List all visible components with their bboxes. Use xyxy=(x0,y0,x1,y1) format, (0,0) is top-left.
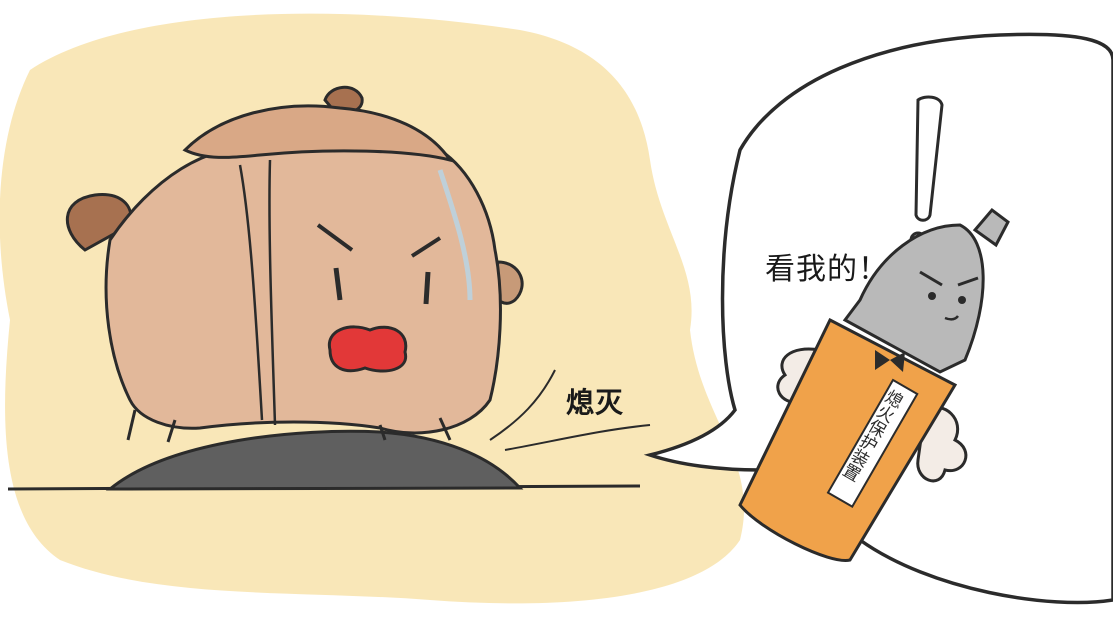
eye-left xyxy=(333,267,343,301)
pot-lid xyxy=(182,104,454,163)
device-eye-left xyxy=(928,292,936,300)
device-eye-right xyxy=(958,296,966,304)
speech-text: 看我的！ xyxy=(765,252,889,287)
boil-streak-1 xyxy=(238,164,264,421)
eyebrow-left xyxy=(316,223,354,252)
exclamation-bar xyxy=(914,95,944,222)
device-label-strip xyxy=(826,378,919,508)
motion-line-2 xyxy=(504,424,651,451)
device-head xyxy=(842,223,985,374)
motion-line-1 xyxy=(489,369,556,441)
sound-effect-text: 熄灭 xyxy=(566,386,625,419)
mouth xyxy=(327,325,408,373)
eyebrow-right xyxy=(410,236,442,258)
device-eyebrow-left xyxy=(919,270,943,287)
boil-streak-2 xyxy=(268,159,277,426)
device-eyebrow-right xyxy=(957,276,979,287)
burner xyxy=(105,429,524,491)
protection-device xyxy=(738,207,1010,562)
pot-foot-left xyxy=(126,409,177,443)
eye-right xyxy=(423,271,431,305)
device-mouth xyxy=(944,315,959,321)
bow-tie-icon xyxy=(875,350,905,372)
boil-streak-3 xyxy=(437,169,473,301)
device-tip xyxy=(972,207,1010,248)
pot-foot-right xyxy=(378,417,452,441)
pot-body xyxy=(104,139,502,435)
device-body xyxy=(738,317,958,562)
